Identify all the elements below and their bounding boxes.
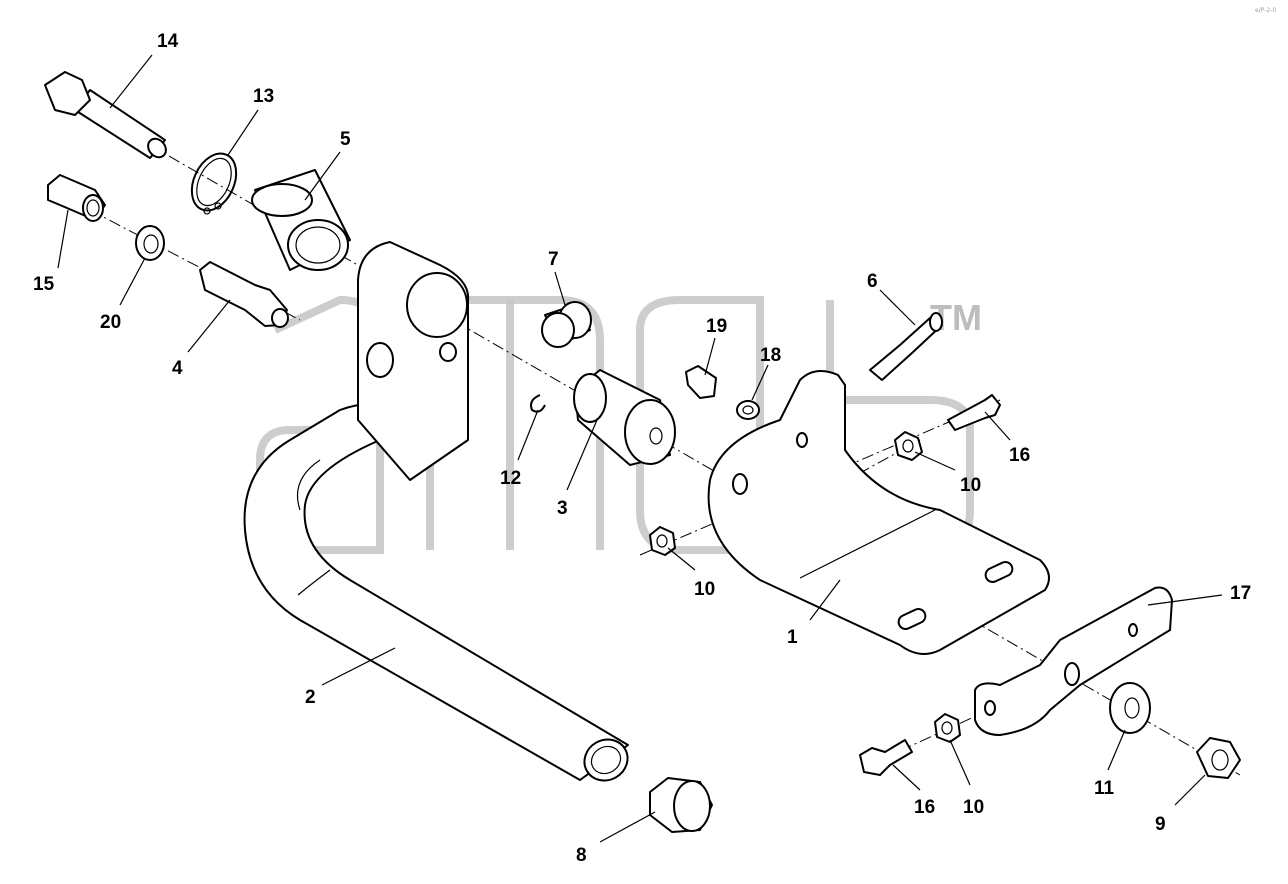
part-20-washer (135, 225, 165, 261)
part-11-large-washer (1109, 682, 1151, 734)
part-10-nut-lower (934, 713, 961, 743)
callout-6: 6 (867, 271, 878, 292)
callout-9: 9 (1155, 814, 1166, 835)
callout-16-lower: 16 (914, 797, 935, 818)
callout-12: 12 (500, 468, 521, 489)
part-19-small-bolt (685, 365, 717, 399)
callout-15: 15 (33, 274, 55, 295)
callout-labels: 14 13 5 15 20 4 7 19 18 6 16 10 12 3 10 … (33, 31, 1251, 866)
corner-mark: e/P-2-0 (1255, 7, 1276, 14)
callout-11: 11 (1094, 778, 1115, 799)
callout-14: 14 (157, 31, 179, 52)
part-17-link (974, 586, 1173, 736)
part-9-large-nut (1196, 737, 1241, 779)
callout-3: 3 (557, 498, 568, 519)
part-8-end-cap (649, 777, 713, 833)
callout-5: 5 (340, 129, 351, 150)
part-3-large-bushing (573, 369, 676, 466)
callout-10-upper: 10 (960, 475, 981, 496)
leader-lines (57, 54, 1223, 843)
part-16-bolt-lower (859, 739, 913, 776)
part-2-upright-plate (357, 241, 470, 481)
part-5-sleeve (251, 169, 351, 271)
part-18-washer (736, 400, 760, 420)
part-1-bracket (707, 370, 1050, 655)
callout-10-middle: 10 (694, 579, 715, 600)
part-10-nut-upper (894, 431, 923, 461)
callout-4: 4 (172, 358, 183, 379)
part-2-bent-tube (243, 402, 629, 782)
callout-7: 7 (548, 249, 559, 270)
callout-18: 18 (760, 345, 781, 366)
part-12-clip (530, 394, 546, 413)
part-13-circlip (190, 152, 238, 215)
part-7-bushing (541, 301, 592, 348)
callout-20: 20 (100, 312, 121, 333)
callout-8: 8 (576, 845, 587, 866)
callout-13: 13 (253, 86, 274, 107)
part-15-coupling-nut (47, 174, 106, 222)
part-16-bolt-upper (947, 394, 1001, 431)
callout-2: 2 (305, 687, 316, 708)
callout-1: 1 (787, 627, 798, 648)
part-4-stud (199, 261, 289, 328)
part-14-long-bolt (44, 71, 167, 159)
callout-16-upper: 16 (1009, 445, 1030, 466)
callout-19: 19 (706, 316, 727, 337)
callout-17: 17 (1230, 583, 1251, 604)
callout-10-lower: 10 (963, 797, 984, 818)
part-6-pin (869, 312, 943, 381)
